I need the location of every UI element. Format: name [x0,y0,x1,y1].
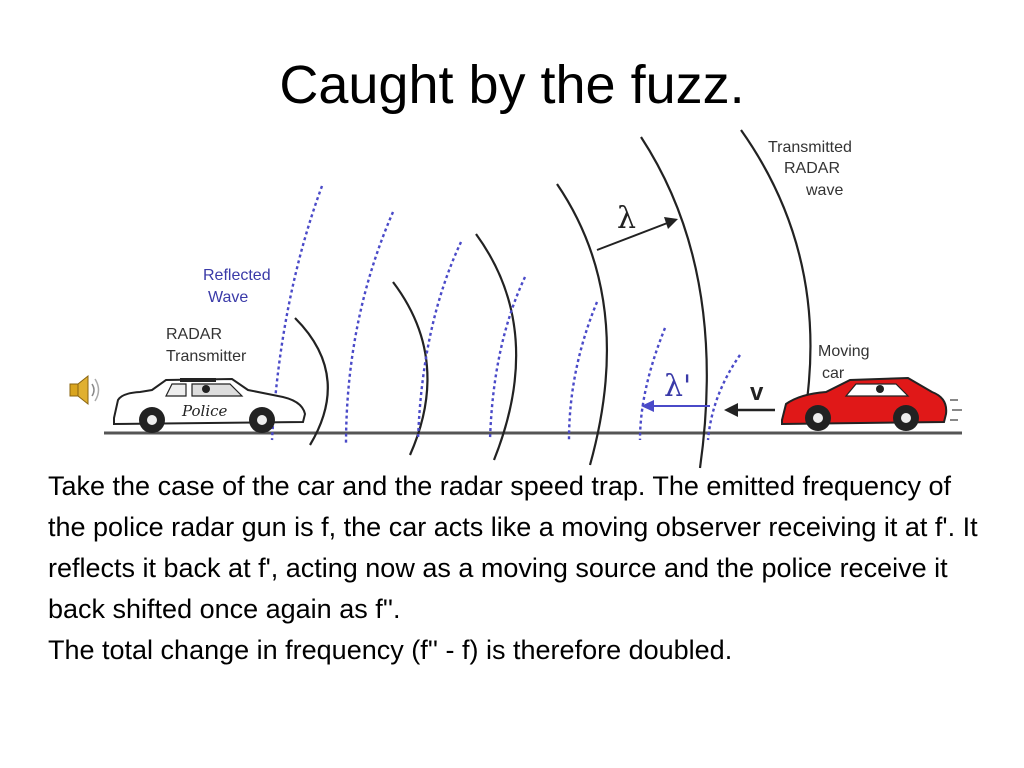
body-paragraph-1: Take the case of the car and the radar s… [48,471,978,624]
body-paragraph-2: The total change in frequency (f'' - f) … [48,635,733,665]
reflected-arc [638,327,667,441]
moving-car-label-line1: Moving [818,343,870,360]
reflected-label-line1: Reflected [203,267,271,284]
transmitted-arc [294,317,329,446]
transmitted-arc [640,136,708,469]
lambda-prime-label: λ' [664,369,691,404]
transmitted-arc [475,233,518,461]
transmitted-arc [556,183,608,466]
reflected-arc [567,301,599,441]
moving-car-label-line2: car [822,365,845,382]
velocity-arrowhead [724,403,738,417]
radar-transmitter-label-line2: Transmitter [166,348,247,365]
lambda-arrow [596,221,671,251]
slide-title: Caught by the fuzz. [279,55,745,115]
speaker-icon[interactable] [69,374,100,406]
radar-diagram: λ λ' v Transmitted RADAR wave Reflected … [69,129,962,469]
police-car-text: Police [181,402,228,420]
transmitted-arc [392,281,429,456]
reflected-arc [344,211,395,446]
moving-car [781,376,962,431]
reflected-arc [488,276,527,441]
transmitted-label-line1: Transmitted [768,139,852,156]
reflected-arc [416,241,463,441]
radar-transmitter-label-line1: RADAR [166,326,222,343]
slide-body: Take the case of the car and the radar s… [48,466,988,671]
lambda-prime-arrowhead [641,400,654,412]
lambda-label: λ [617,201,636,236]
transmitted-label-line3: wave [805,182,843,199]
lambda-arrowhead [664,217,678,229]
police-car: Police [113,377,307,433]
reflected-arc [706,354,741,441]
transmitted-arc [740,129,812,401]
transmitted-wave-arcs [294,129,812,469]
velocity-label: v [750,379,764,406]
reflected-label-line2: Wave [208,289,248,306]
transmitted-label-line2: RADAR [784,160,840,177]
